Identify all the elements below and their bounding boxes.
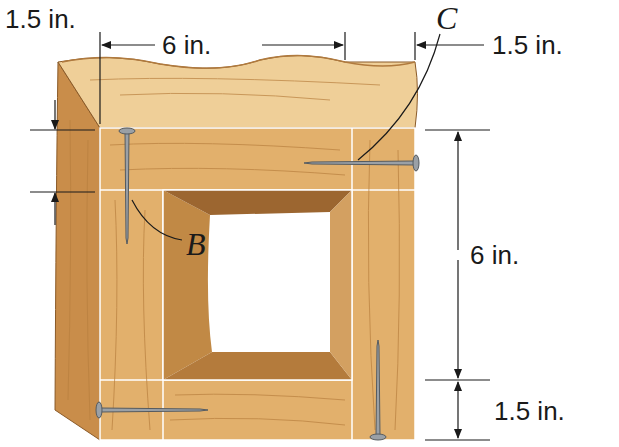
dimension-label: 6 in. — [470, 242, 519, 268]
dimension-label: 1.5 in. — [5, 6, 76, 32]
dimension-label: 6 in. — [162, 32, 211, 58]
dimension-label: 1.5 in. — [494, 398, 565, 424]
nail-label: B — [186, 228, 206, 260]
nail-label: C — [436, 2, 457, 34]
dimension-label: 1.5 in. — [492, 32, 563, 58]
